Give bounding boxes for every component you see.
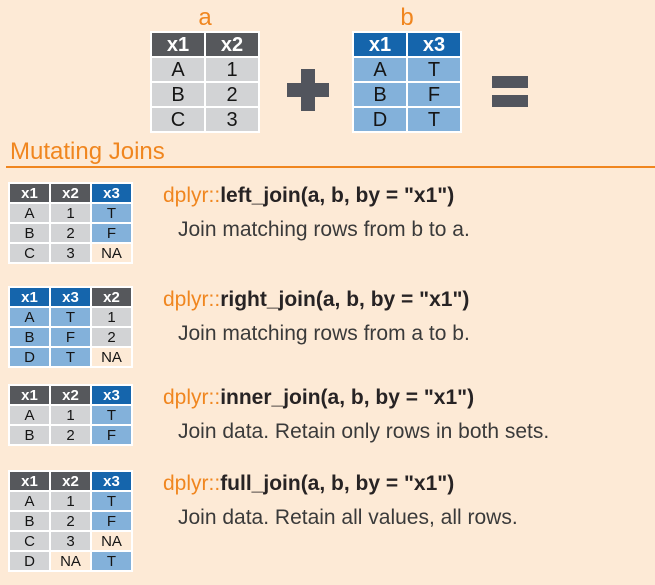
table-cell-na: NA <box>51 552 90 570</box>
table-cell: B <box>152 83 204 106</box>
table-cell: B <box>10 512 49 530</box>
column-header: x2 <box>51 386 90 404</box>
column-header: x1 <box>10 288 49 306</box>
table-cell: C <box>10 532 49 550</box>
section-divider <box>6 166 655 168</box>
table-cell: 1 <box>206 58 258 81</box>
table-cell: B <box>10 426 49 444</box>
table-cell: T <box>92 552 131 570</box>
join-description: Join matching rows from b to a. <box>178 218 470 241</box>
table-cell: F <box>92 512 131 530</box>
table-a-label: a <box>198 4 212 31</box>
code-package: dplyr:: <box>163 472 221 495</box>
table-cell: 3 <box>51 244 90 262</box>
table-cell-na: NA <box>92 348 131 366</box>
table-cell: A <box>10 492 49 510</box>
table-cell: A <box>10 308 49 326</box>
table-cell: 1 <box>51 492 90 510</box>
input-table-b: x1 x3 A T B F D T <box>352 31 462 133</box>
table-cell: 2 <box>92 328 131 346</box>
column-header: x2 <box>51 472 90 490</box>
table-cell: 2 <box>51 426 90 444</box>
table-cell: T <box>51 348 90 366</box>
code-function: left_join <box>220 184 301 207</box>
table-cell: T <box>51 308 90 326</box>
code-args: (a, b, by = "x1") <box>300 184 455 207</box>
table-cell: T <box>408 58 460 81</box>
column-header: x3 <box>408 33 460 56</box>
code-function: inner_join <box>220 386 321 409</box>
column-header: x1 <box>10 472 49 490</box>
result-table-left-join: x1 x2 x3 A 1 T B 2 F C 3 NA <box>8 182 133 264</box>
column-header: x2 <box>92 288 131 306</box>
table-cell: 2 <box>51 512 90 530</box>
table-cell: F <box>51 328 90 346</box>
table-cell: A <box>10 406 49 424</box>
table-cell: B <box>10 328 49 346</box>
code-package: dplyr:: <box>163 386 221 409</box>
column-header: x1 <box>354 33 406 56</box>
section-title: Mutating Joins <box>10 138 165 165</box>
code-package: dplyr:: <box>163 184 221 207</box>
table-cell: B <box>10 224 49 242</box>
table-cell: 2 <box>51 224 90 242</box>
table-cell: 1 <box>51 204 90 222</box>
join-code: dplyr::full_join(a, b, by = "x1") <box>163 472 454 496</box>
join-code: dplyr::left_join(a, b, by = "x1") <box>163 184 454 208</box>
table-cell: C <box>152 108 204 131</box>
code-args: (a, b, by = "x1") <box>300 472 455 495</box>
table-cell: D <box>10 348 49 366</box>
table-cell: F <box>92 224 131 242</box>
plus-icon <box>287 69 329 111</box>
join-description: Join matching rows from a to b. <box>178 322 470 345</box>
join-description: Join data. Retain all values, all rows. <box>178 506 518 529</box>
table-cell: D <box>354 108 406 131</box>
result-table-right-join: x1 x3 x2 A T 1 B F 2 D T NA <box>8 286 133 368</box>
table-cell: 2 <box>206 83 258 106</box>
code-function: full_join <box>220 472 301 495</box>
column-header: x2 <box>51 184 90 202</box>
table-cell: T <box>92 492 131 510</box>
table-cell: A <box>10 204 49 222</box>
table-cell: C <box>10 244 49 262</box>
table-cell: T <box>92 204 131 222</box>
column-header: x3 <box>51 288 90 306</box>
column-header: x3 <box>92 472 131 490</box>
table-cell-na: NA <box>92 532 131 550</box>
table-cell: 3 <box>206 108 258 131</box>
column-header: x2 <box>206 33 258 56</box>
join-code: dplyr::right_join(a, b, by = "x1") <box>163 288 469 312</box>
code-args: (a, b, by = "x1") <box>320 386 475 409</box>
table-cell: 1 <box>51 406 90 424</box>
column-header: x1 <box>10 184 49 202</box>
code-function: right_join <box>220 288 316 311</box>
result-table-full-join: x1 x2 x3 A 1 T B 2 F C 3 NA D NA <box>8 470 133 572</box>
table-cell: F <box>92 426 131 444</box>
column-header: x3 <box>92 184 131 202</box>
table-cell: 3 <box>51 532 90 550</box>
code-package: dplyr:: <box>163 288 221 311</box>
table-cell: T <box>408 108 460 131</box>
table-cell: F <box>408 83 460 106</box>
result-table-inner-join: x1 x2 x3 A 1 T B 2 F <box>8 384 133 446</box>
column-header: x1 <box>10 386 49 404</box>
table-cell: 1 <box>92 308 131 326</box>
table-cell: A <box>152 58 204 81</box>
column-header: x3 <box>92 386 131 404</box>
table-cell: D <box>10 552 49 570</box>
code-args: (a, b, by = "x1") <box>315 288 470 311</box>
equals-icon <box>492 76 528 107</box>
table-cell: B <box>354 83 406 106</box>
join-code: dplyr::inner_join(a, b, by = "x1") <box>163 386 474 410</box>
table-cell-na: NA <box>92 244 131 262</box>
table-cell: A <box>354 58 406 81</box>
table-cell: T <box>92 406 131 424</box>
input-table-a: x1 x2 A 1 B 2 C 3 <box>150 31 260 133</box>
table-b-label: b <box>400 4 414 31</box>
column-header: x1 <box>152 33 204 56</box>
join-description: Join data. Retain only rows in both sets… <box>178 420 550 443</box>
